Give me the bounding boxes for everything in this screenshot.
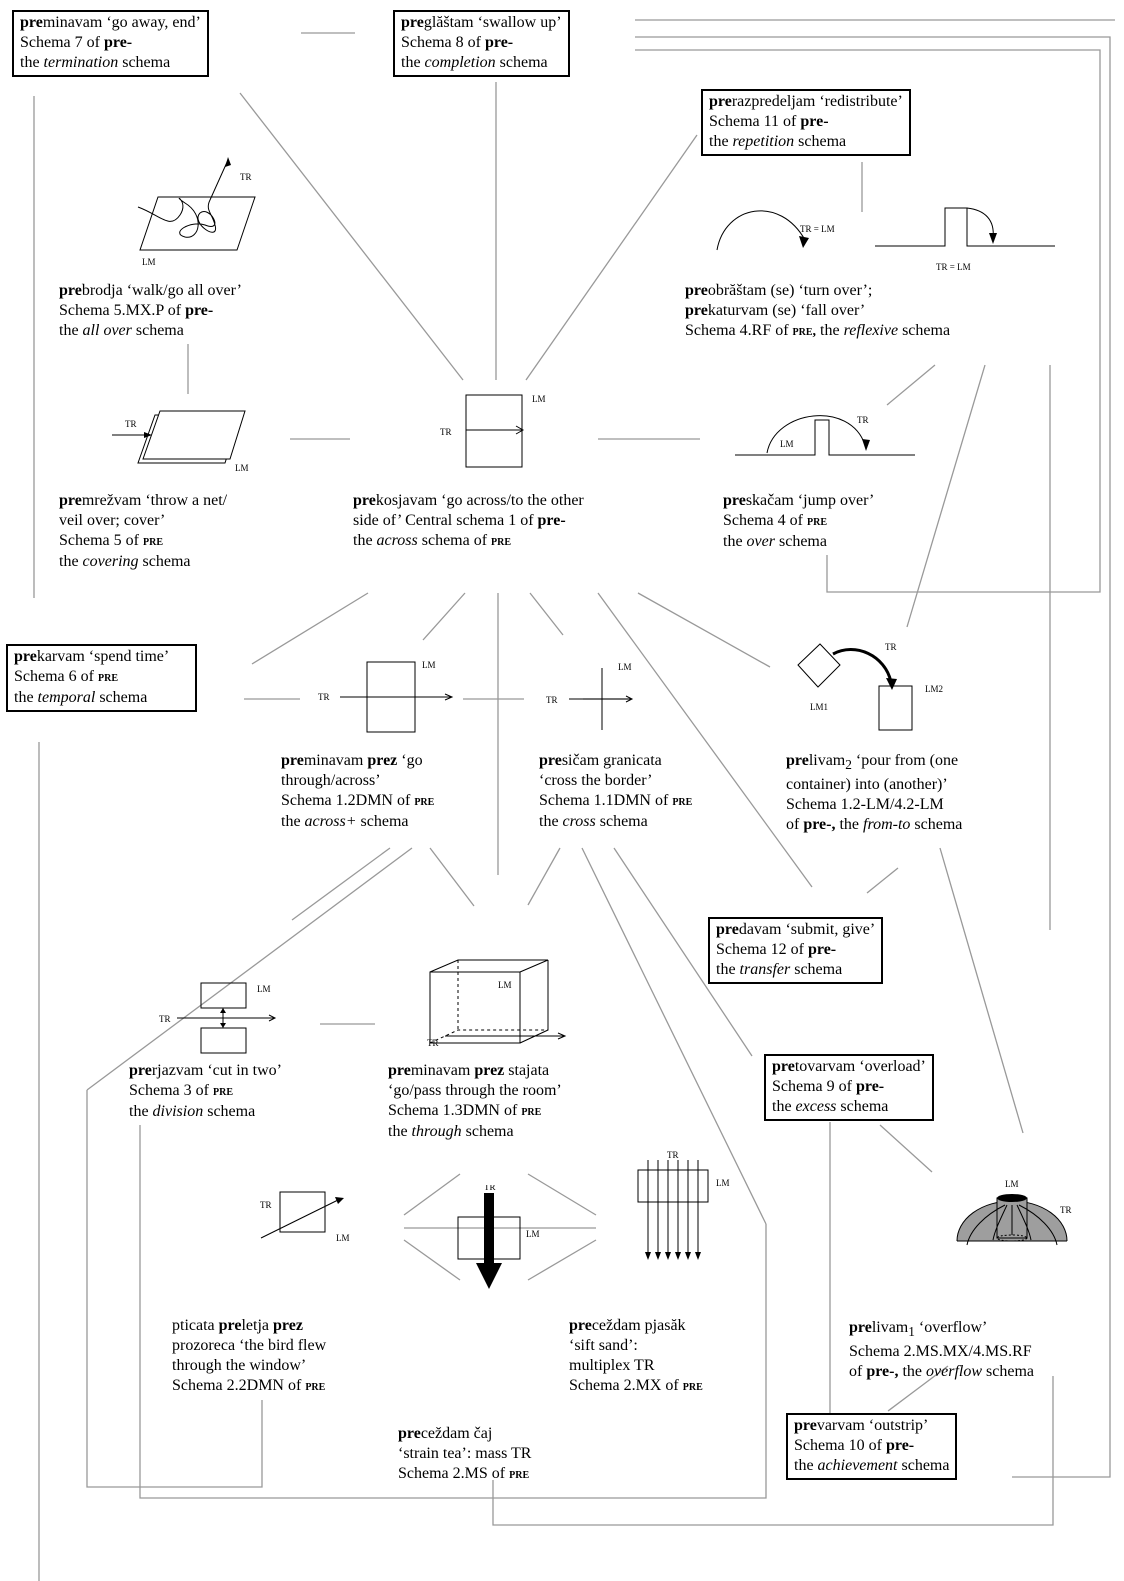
covering-schema-label: premrežvam ‘throw a net/ veil over; cove… xyxy=(59,492,228,570)
lm-label: LM xyxy=(532,394,546,404)
lm2-label: LM2 xyxy=(925,684,943,694)
tr-eq-lm-label: TR = LM xyxy=(800,224,835,234)
sand-schema-label: precеždam pjasăk ‘sift sand’: multiplex … xyxy=(569,1317,703,1394)
overflow-figure: LM TR xyxy=(955,1179,1080,1285)
all-over-figure: TR LM xyxy=(137,157,256,267)
through-schema-label: preminavam prez stajata ‘go/pass through… xyxy=(388,1062,562,1140)
sand-figure: TR LM xyxy=(637,1150,730,1260)
lm-label: LM xyxy=(716,1178,730,1188)
overflow-schema-label: prelivam1 ‘overflow’ Schema 2.MS.MX/4.MS… xyxy=(849,1319,1034,1381)
division-schema-label: prerjazvam ‘cut in two’ Schema 3 of pre … xyxy=(129,1062,282,1120)
through-figure: LM TR xyxy=(427,959,567,1048)
lm-label: LM xyxy=(526,1229,540,1239)
reflexive-figure: TR = LM TR = LM xyxy=(716,207,1055,272)
tr-label: TR xyxy=(125,419,137,429)
achievement-schema-box: prevarvam ‘outstrip’ Schema 10 of pre- t… xyxy=(786,1413,958,1480)
tea-schema-label: preceždam čaj ‘strain tea’: mass TR Sche… xyxy=(398,1425,532,1482)
tr-label: TR xyxy=(667,1150,679,1160)
lm-label: LM xyxy=(618,662,632,672)
lm-label: LM xyxy=(422,660,436,670)
tea-figure: TR LM xyxy=(457,1185,540,1289)
covering-figure: TR LM xyxy=(112,410,249,473)
across-plus-figure: TR LM xyxy=(318,660,454,733)
completion-schema-box: preglăštam ‘swallow up’ Schema 8 of pre-… xyxy=(393,10,570,77)
tr-eq-lm-label-2: TR = LM xyxy=(936,262,971,272)
over-figure: LM TR xyxy=(735,415,915,456)
tr-label: TR xyxy=(159,1014,171,1024)
tr-label: TR xyxy=(484,1185,496,1192)
lm-label: LM xyxy=(336,1233,350,1243)
reflexive-schema-label: preobrăštam (se) ‘turn over’; prekaturva… xyxy=(685,282,951,339)
all-over-schema-label: prebrodja ‘walk/go all over’ Schema 5.MX… xyxy=(59,282,242,339)
bird-figure: TR LM xyxy=(260,1191,350,1243)
over-schema-label: preskačam ‘jump over’ Schema 4 of pre th… xyxy=(723,492,875,550)
across-central-schema-label: prekosjavam ‘go across/to the other side… xyxy=(353,492,584,549)
across-plus-schema-label: preminavam prez ‘go through/across’ Sche… xyxy=(281,752,435,830)
excess-schema-box: pretovarvam ‘overload’ Schema 9 of pre- … xyxy=(764,1054,934,1121)
lm-label: LM xyxy=(780,439,794,449)
lm-label: LM xyxy=(498,980,512,990)
transfer-schema-box: predavam ‘submit, give’ Schema 12 of pre… xyxy=(708,917,884,984)
lm-label: LM xyxy=(1005,1179,1019,1189)
tr-label: TR xyxy=(427,1038,439,1048)
bird-schema-label: pticata preletja prez prozoreca ‘the bir… xyxy=(172,1317,327,1394)
from-to-schema-label: prelivam2 ‘pour from (one container) int… xyxy=(786,752,963,834)
across-figure: TR LM xyxy=(440,394,546,468)
lm1-label: LM1 xyxy=(810,702,828,712)
tr-label: TR xyxy=(1060,1205,1072,1215)
tr-label: TR xyxy=(440,427,452,437)
repetition-schema-box: prerazpredeljam ‘redistribute’ Schema 11… xyxy=(701,89,911,156)
division-figure: TR LM xyxy=(159,982,277,1054)
lm-label: LM xyxy=(235,463,249,473)
tr-label: TR xyxy=(318,692,330,702)
termination-schema-box: preminavam ‘go away, end’ Schema 7 of pr… xyxy=(12,10,209,77)
tr-label: TR xyxy=(885,642,897,652)
from-to-figure: TR LM1 LM2 xyxy=(797,642,943,731)
lm-label: LM xyxy=(142,257,156,267)
cross-figure: TR LM xyxy=(546,662,634,730)
temporal-schema-box: prekarvam ‘spend time’ Schema 6 of pre t… xyxy=(6,644,198,712)
lm-label: LM xyxy=(257,984,271,994)
tr-label: TR xyxy=(260,1200,272,1210)
tr-label: TR xyxy=(546,695,558,705)
tr-label: TR xyxy=(857,415,869,425)
tr-label: TR xyxy=(240,172,252,182)
cross-schema-label: presičam granicata ‘cross the border’ Sc… xyxy=(539,752,693,830)
